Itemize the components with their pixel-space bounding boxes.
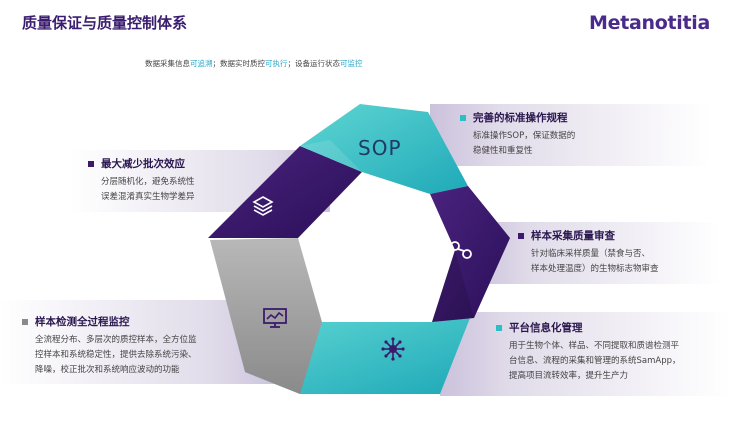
subtitle-part-1: 数据采集信息 xyxy=(145,59,190,68)
subtitle-highlight-3: 可监控 xyxy=(340,59,363,68)
block-detection-monitor: 样本检测全过程监控 全流程分布、多层次的质控样本，全方位监 控样本和系统稳定性，… xyxy=(22,314,262,378)
block-platform-line-3: 提高项目流转效率，提升生产力 xyxy=(509,371,629,381)
block-platform-title: 平台信息化管理 xyxy=(509,322,583,334)
block-sop-line-2: 稳健性和重复性 xyxy=(473,146,533,156)
block-sample-review-line-1: 针对临床采样质量（禁食与否、 xyxy=(531,249,651,259)
subtitle-part-2: ；数据实时质控 xyxy=(212,59,266,68)
monitor-chart-icon xyxy=(263,308,287,328)
subtitle-highlight-1: 可追溯 xyxy=(190,59,213,68)
bullet-square-icon xyxy=(518,233,524,239)
block-batch-effect: 最大减少批次效应 分层随机化，避免系统性 误差混淆真实生物学差异 xyxy=(88,156,288,205)
block-detection-monitor-title: 样本检测全过程监控 xyxy=(35,316,130,328)
subtitle: 数据采集信息可追溯；数据实时质控可执行；设备运行状态可监控 xyxy=(145,58,363,69)
block-sop-line-1: 标准操作SOP，保证数据的 xyxy=(473,131,576,141)
block-batch-effect-body: 分层随机化，避免系统性 误差混淆真实生物学差异 xyxy=(88,175,288,205)
block-sop-heading: 完善的标准操作规程 xyxy=(460,110,730,126)
block-batch-effect-heading: 最大减少批次效应 xyxy=(88,156,288,172)
link-icon xyxy=(450,241,472,259)
block-platform-line-1: 用于生物个体、样品、不同提取和质谱检测平 xyxy=(509,341,680,351)
block-sop: 完善的标准操作规程 标准操作SOP，保证数据的 稳健性和重复性 xyxy=(460,110,730,159)
block-platform-heading: 平台信息化管理 xyxy=(496,320,736,336)
block-sample-review-heading: 样本采集质量审查 xyxy=(518,228,738,244)
segment-left-gray xyxy=(210,238,322,394)
block-detection-monitor-line-3: 降噪，校正批次和系统响应波动的功能 xyxy=(35,365,180,375)
sop-icon: SOP xyxy=(358,136,402,160)
block-batch-effect-title: 最大减少批次效应 xyxy=(101,158,185,170)
block-detection-monitor-line-1: 全流程分布、多层次的质控样本，全方位监 xyxy=(35,335,197,345)
block-batch-effect-line-1: 分层随机化，避免系统性 xyxy=(101,177,195,187)
block-sample-review-line-2: 样本处理温度）的生物标志物审查 xyxy=(531,264,659,274)
band-sop xyxy=(430,104,710,166)
block-platform: 平台信息化管理 用于生物个体、样品、不同提取和质谱检测平 台信息、流程的采集和管… xyxy=(496,320,736,384)
block-batch-effect-line-2: 误差混淆真实生物学差异 xyxy=(101,192,195,202)
block-detection-monitor-line-2: 控样本和系统稳定性，提供去除系统污染、 xyxy=(35,350,197,360)
segment-right-purple xyxy=(430,186,510,322)
block-detection-monitor-body: 全流程分布、多层次的质控样本，全方位监 控样本和系统稳定性，提供去除系统污染、 … xyxy=(22,333,262,378)
network-icon xyxy=(381,337,405,361)
block-platform-line-2: 台信息、流程的采集和管理的系统SamApp， xyxy=(509,356,681,366)
block-sop-body: 标准操作SOP，保证数据的 稳健性和重复性 xyxy=(460,129,730,159)
block-sample-review-title: 样本采集质量审查 xyxy=(531,230,615,242)
block-detection-monitor-heading: 样本检测全过程监控 xyxy=(22,314,262,330)
page-title: 质量保证与质量控制体系 xyxy=(22,14,188,32)
bullet-square-icon xyxy=(22,319,28,325)
band-sample-review xyxy=(470,222,720,284)
segment-top-teal xyxy=(300,104,468,194)
band-platform xyxy=(440,312,730,396)
block-sample-review-body: 针对临床采样质量（禁食与否、 样本处理温度）的生物标志物审查 xyxy=(518,247,738,277)
bullet-square-icon xyxy=(496,325,502,331)
layers-icon xyxy=(252,196,274,216)
block-sample-review: 样本采集质量审查 针对临床采样质量（禁食与否、 样本处理温度）的生物标志物审查 xyxy=(518,228,738,277)
bullet-square-icon xyxy=(88,161,94,167)
segment-left-purple xyxy=(208,146,362,238)
subtitle-highlight-2: 可执行 xyxy=(265,59,288,68)
block-platform-body: 用于生物个体、样品、不同提取和质谱检测平 台信息、流程的采集和管理的系统SamA… xyxy=(496,339,736,384)
subtitle-part-3: ；设备运行状态 xyxy=(287,59,341,68)
block-sop-title: 完善的标准操作规程 xyxy=(473,112,568,124)
bullet-square-icon xyxy=(460,115,466,121)
brand-logo: Metanotitia xyxy=(589,12,710,34)
